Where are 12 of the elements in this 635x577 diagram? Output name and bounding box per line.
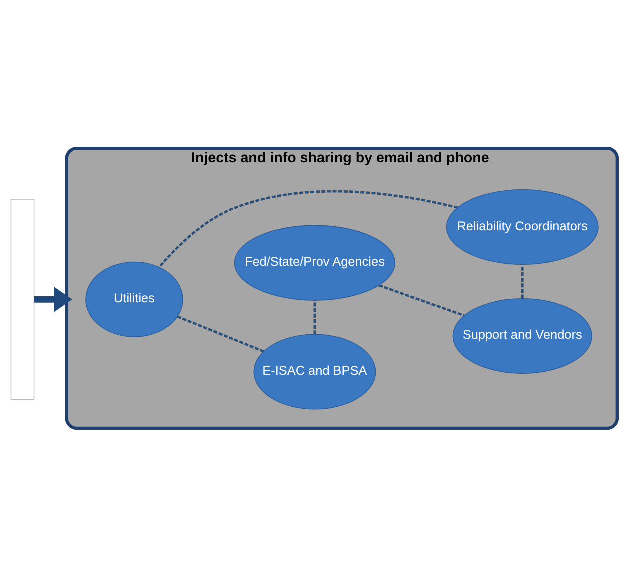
- connector: [158, 190, 458, 268]
- node-ellipse: Reliability Coordinators: [446, 190, 599, 266]
- connector: [378, 284, 465, 317]
- connector: [177, 316, 264, 353]
- node-ellipse: Utilities: [86, 262, 184, 338]
- connector: [314, 300, 316, 335]
- node-ellipse: Fed/State/Prov Agencies: [234, 225, 396, 301]
- node-box: [10, 199, 35, 400]
- arrow: [34, 286, 72, 312]
- node-ellipse: Support and Vendors: [452, 298, 592, 374]
- connector: [521, 264, 524, 299]
- node-ellipse: E-ISAC and BPSA: [254, 334, 376, 410]
